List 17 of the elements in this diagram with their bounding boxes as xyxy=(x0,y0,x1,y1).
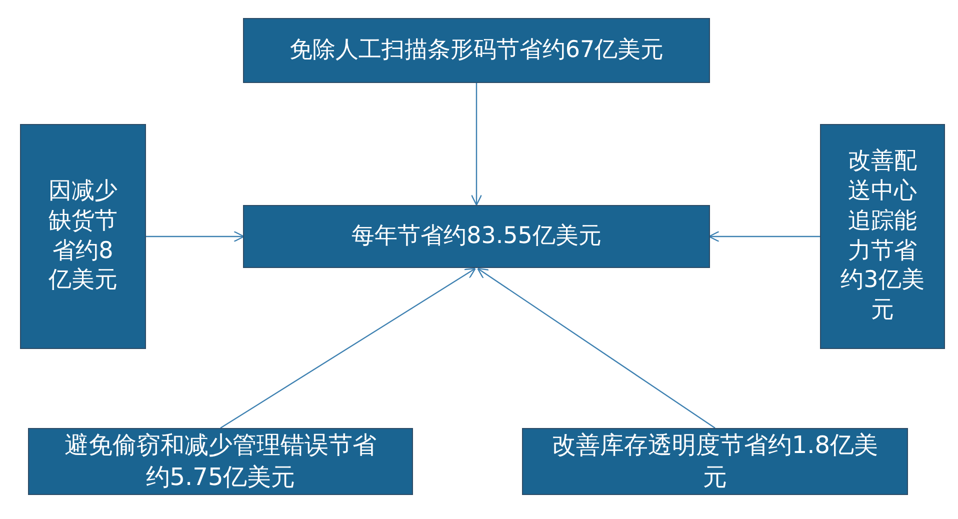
process-box xyxy=(20,124,146,349)
box-label: 改善配送中心追踪能力节省约3亿美元 xyxy=(840,146,926,326)
process-box xyxy=(522,428,908,495)
process-box xyxy=(243,205,710,268)
process-box xyxy=(243,18,710,83)
arrow xyxy=(146,230,245,242)
box-label: 改善库存透明度节省约1.8亿美元 xyxy=(550,430,880,492)
box-label: 因减少缺货节省约8亿美元 xyxy=(48,176,118,296)
arrow xyxy=(477,268,716,428)
box-label: 每年节省约83.55亿美元 xyxy=(352,222,602,251)
box-label: 避免偷窃和减少管理错误节省约5.75亿美元 xyxy=(64,430,378,492)
arrow xyxy=(708,230,820,242)
process-box xyxy=(28,428,413,495)
arrow xyxy=(220,268,476,428)
box-label: 免除人工扫描条形码节省约67亿美元 xyxy=(289,36,664,65)
arrow xyxy=(470,83,482,206)
process-box xyxy=(820,124,945,349)
